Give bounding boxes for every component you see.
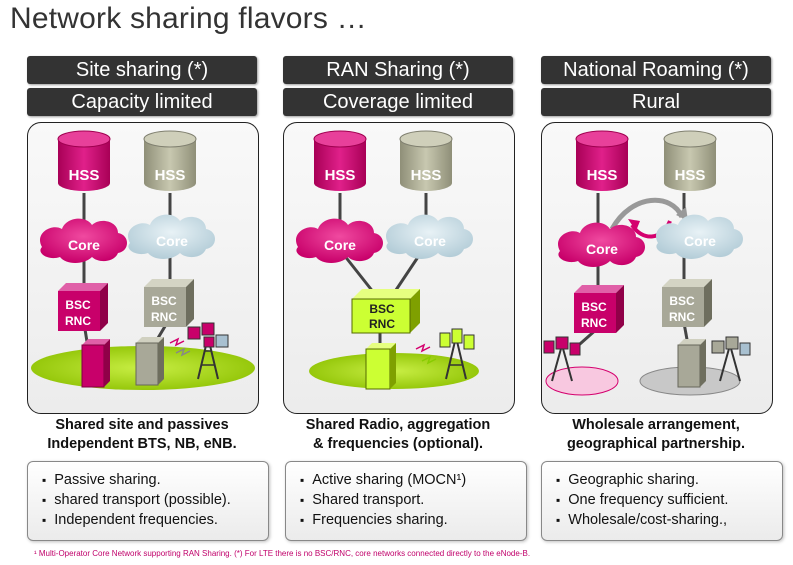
col2-header-type: RAN Sharing (*) xyxy=(283,56,513,84)
ran-sharing-bullets: Active sharing (MOCN¹) Shared transport.… xyxy=(285,461,527,541)
rnc-label: RNC xyxy=(581,316,607,330)
bts-cabinet-icon xyxy=(81,339,110,388)
bullet-item: Active sharing (MOCN¹) xyxy=(300,470,526,490)
bullet-item: Geographic sharing. xyxy=(556,470,782,490)
bsc-label: BSC xyxy=(65,298,91,312)
core-cloud-icon: Core xyxy=(128,214,215,259)
col2-header-limit: Coverage limited xyxy=(283,88,513,116)
radio-signal-icon xyxy=(169,337,191,357)
national-roaming-bullets: Geographic sharing. One frequency suffic… xyxy=(541,461,783,541)
caption-line: geographical partnership. xyxy=(566,436,746,452)
bsc-label: BSC xyxy=(669,294,695,308)
operator-a-area xyxy=(545,366,619,396)
hss-label: HSS xyxy=(325,167,356,184)
bullet-item: Independent frequencies. xyxy=(42,510,268,530)
hss-database-icon: HSS xyxy=(57,130,111,191)
hss-database-icon: HSS xyxy=(313,130,367,191)
hss-database-icon: HSS xyxy=(575,130,629,191)
radio-signal-icon xyxy=(415,343,437,365)
bullet-item: shared transport (possible). xyxy=(42,490,268,510)
core-cloud-icon: Core xyxy=(656,214,743,259)
bsc-label: BSC xyxy=(581,300,607,314)
site-sharing-diagram: HSS HSS Core Core BSC RNC BSC xyxy=(27,122,259,414)
antenna-tower-icon xyxy=(439,328,475,380)
core-cloud-icon: Core xyxy=(558,222,645,267)
caption-line: Wholesale arrangement, xyxy=(572,417,740,433)
col1-header-limit: Capacity limited xyxy=(27,88,257,116)
bsc-rnc-rack-icon: BSC RNC xyxy=(574,285,624,333)
hss-database-icon: HSS xyxy=(663,130,717,191)
bullet-item: Shared transport. xyxy=(300,490,526,510)
core-label: Core xyxy=(684,233,716,249)
national-roaming-caption: Wholesale arrangement, geographical part… xyxy=(531,416,781,454)
core-label: Core xyxy=(68,237,100,253)
core-label: Core xyxy=(586,241,618,257)
site-sharing-caption: Shared site and passives Independent BTS… xyxy=(17,416,267,454)
core-cloud-icon: Core xyxy=(386,214,473,259)
col3-header-limit: Rural xyxy=(541,88,771,116)
core-label: Core xyxy=(414,233,446,249)
bts-cabinet-icon xyxy=(135,337,164,386)
page-title: Network sharing flavors … xyxy=(10,2,367,35)
rnc-label: RNC xyxy=(65,314,91,328)
caption-line: Shared Radio, aggregation xyxy=(305,417,491,433)
ran-sharing-diagram: HSS HSS Core Core BSC RNC xyxy=(283,122,515,414)
core-label: Core xyxy=(156,233,188,249)
antenna-tower-icon xyxy=(187,322,229,380)
footnote: ¹ Multi-Operator Core Network supporting… xyxy=(34,549,531,558)
antenna-tower-icon xyxy=(543,336,581,382)
col3-header-type: National Roaming (*) xyxy=(541,56,771,84)
rnc-label: RNC xyxy=(669,310,695,324)
national-roaming-diagram: HSS HSS Core Core BSC RNC xyxy=(541,122,773,414)
hss-database-icon: HSS xyxy=(399,130,453,191)
bullet-item: One frequency sufficient. xyxy=(556,490,782,510)
rnc-label: RNC xyxy=(151,310,177,324)
hss-label: HSS xyxy=(155,167,186,184)
hss-label: HSS xyxy=(675,167,706,184)
bsc-rnc-rack-icon: BSC RNC xyxy=(58,283,108,331)
bullet-item: Passive sharing. xyxy=(42,470,268,490)
hss-database-icon: HSS xyxy=(143,130,197,191)
ran-sharing-caption: Shared Radio, aggregation & frequencies … xyxy=(273,416,523,454)
caption-line: Independent BTS, NB, eNB. xyxy=(47,436,237,452)
core-cloud-icon: Core xyxy=(296,218,383,263)
bsc-label: BSC xyxy=(151,294,177,308)
col1-header-type: Site sharing (*) xyxy=(27,56,257,84)
shared-bsc-rnc-rack-icon: BSC RNC xyxy=(351,289,420,334)
hss-label: HSS xyxy=(411,167,442,184)
antenna-tower-icon xyxy=(711,336,751,382)
caption-line: Shared site and passives xyxy=(55,417,229,433)
bts-cabinet-icon xyxy=(677,339,706,388)
core-cloud-icon: Core xyxy=(40,218,127,263)
bullet-item: Wholesale/cost-sharing., xyxy=(556,510,782,530)
core-label: Core xyxy=(324,237,356,253)
bullet-item: Frequencies sharing. xyxy=(300,510,526,530)
hss-label: HSS xyxy=(587,167,618,184)
bsc-rnc-rack-icon: BSC RNC xyxy=(144,279,194,327)
bts-cabinet-icon xyxy=(365,343,396,390)
hss-label: HSS xyxy=(69,167,100,184)
rnc-label: RNC xyxy=(369,317,395,331)
bsc-label: BSC xyxy=(369,302,395,316)
caption-line: & frequencies (optional). xyxy=(313,436,483,452)
site-sharing-bullets: Passive sharing. shared transport (possi… xyxy=(27,461,269,541)
bsc-rnc-rack-icon: BSC RNC xyxy=(662,279,712,327)
